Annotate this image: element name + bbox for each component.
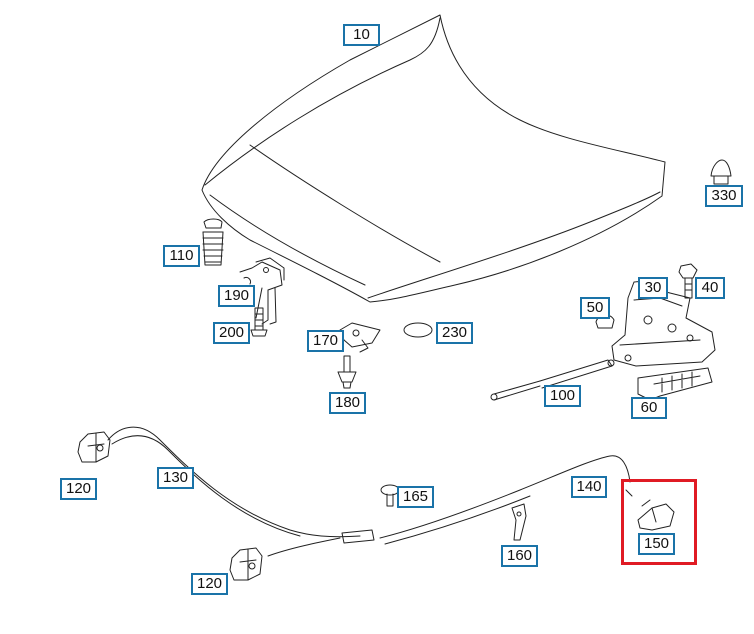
- callout-160[interactable]: 160: [501, 545, 538, 567]
- hood-part-10[interactable]: [201, 14, 666, 303]
- callout-10[interactable]: 10: [343, 24, 380, 46]
- callout-60[interactable]: 60: [631, 397, 667, 419]
- bolt-part-200[interactable]: [250, 307, 268, 337]
- callout-150[interactable]: 150: [638, 533, 675, 555]
- callout-100[interactable]: 100: [544, 385, 581, 407]
- callout-230[interactable]: 230: [436, 322, 473, 344]
- callout-130[interactable]: 130: [157, 467, 194, 489]
- cable-part-140[interactable]: [379, 455, 631, 545]
- bolt-part-40[interactable]: [678, 263, 698, 299]
- callout-330[interactable]: 330: [705, 185, 743, 207]
- latch-part-30[interactable]: [611, 279, 716, 367]
- bracket-part-160[interactable]: [511, 503, 527, 541]
- handle-part-120a[interactable]: [77, 431, 111, 463]
- callout-120-left[interactable]: 120: [60, 478, 97, 500]
- callout-170[interactable]: 170: [307, 330, 344, 352]
- cable-connector: [341, 529, 375, 544]
- callout-50[interactable]: 50: [580, 297, 610, 319]
- callout-30[interactable]: 30: [638, 277, 668, 299]
- hinge-part-190[interactable]: [239, 257, 285, 325]
- handle-part-120b[interactable]: [229, 547, 263, 581]
- callout-120-lower[interactable]: 120: [191, 573, 228, 595]
- pin-part-180[interactable]: [337, 355, 357, 389]
- callout-200[interactable]: 200: [213, 322, 250, 344]
- bumper-part-110[interactable]: [202, 218, 224, 266]
- highlight-box-150: [621, 479, 697, 565]
- callout-165[interactable]: 165: [397, 486, 434, 508]
- callout-110[interactable]: 110: [163, 245, 200, 267]
- clip-part-330[interactable]: [710, 159, 732, 185]
- cover-part-60[interactable]: [637, 367, 713, 401]
- lever-part-150[interactable]: [625, 489, 675, 531]
- callout-40[interactable]: 40: [695, 277, 725, 299]
- cable-part-130[interactable]: [107, 426, 361, 557]
- callout-180[interactable]: 180: [329, 392, 366, 414]
- striker-part-170[interactable]: [339, 322, 381, 353]
- callout-140[interactable]: 140: [571, 476, 607, 498]
- strut-part-100[interactable]: [490, 359, 615, 401]
- callout-190[interactable]: 190: [218, 285, 255, 307]
- seal-part-230[interactable]: [403, 322, 433, 338]
